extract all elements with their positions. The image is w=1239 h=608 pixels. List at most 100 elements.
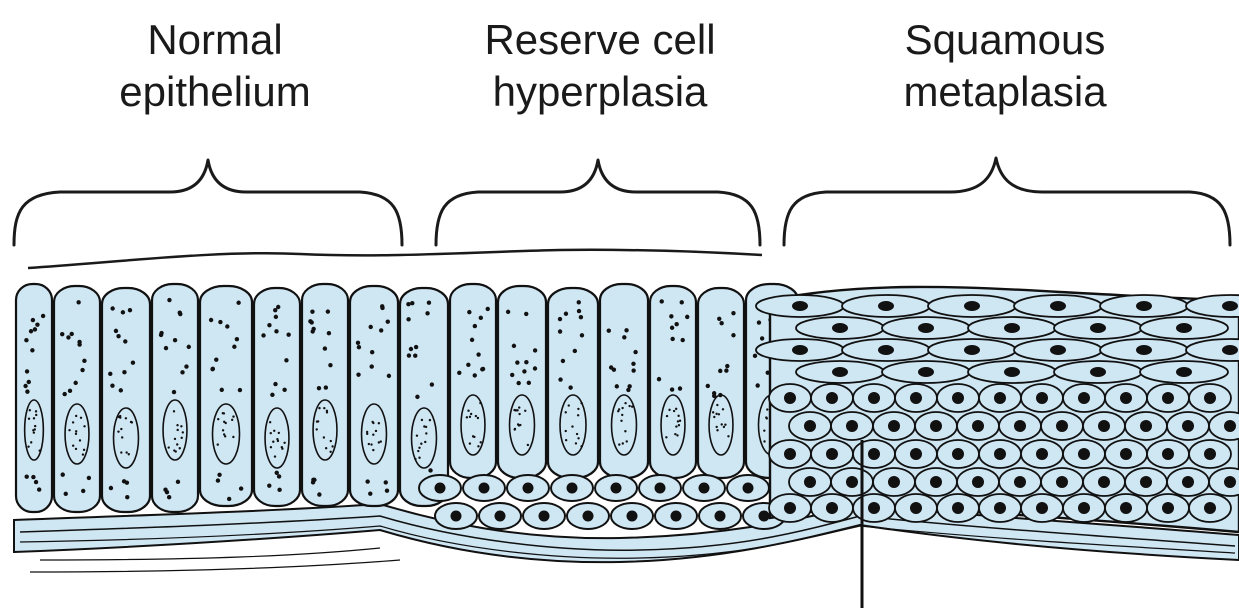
squamous-cell bbox=[1021, 384, 1063, 412]
squamous-cell bbox=[873, 412, 915, 440]
reserve-cell bbox=[699, 503, 741, 529]
squamous-cell bbox=[1209, 412, 1239, 440]
squamous-cell bbox=[1105, 440, 1147, 468]
columnar-cell bbox=[548, 288, 598, 478]
reserve-cell bbox=[611, 503, 653, 529]
squamous-cell bbox=[853, 494, 895, 522]
squamous-cell bbox=[1083, 468, 1125, 496]
columnar-cell bbox=[650, 286, 696, 478]
squamous-cell bbox=[1054, 361, 1142, 383]
squamous-cell bbox=[915, 412, 957, 440]
squamous-cell bbox=[1167, 412, 1209, 440]
squamous-cell bbox=[1014, 339, 1102, 361]
bracket-squamous bbox=[784, 158, 1230, 245]
squamous-cell bbox=[882, 317, 970, 339]
columnar-cell bbox=[200, 286, 252, 506]
surface-line bbox=[28, 250, 762, 268]
squamous-cell bbox=[756, 295, 844, 317]
columnar-cell bbox=[698, 288, 744, 478]
reserve-cell bbox=[507, 475, 549, 501]
squamous-cell bbox=[895, 384, 937, 412]
squamous-cell bbox=[811, 384, 853, 412]
squamous-cell bbox=[915, 468, 957, 496]
reserve-cell bbox=[551, 475, 593, 501]
squamous-cell bbox=[831, 468, 873, 496]
squamous-cell bbox=[928, 339, 1016, 361]
squamous-cell bbox=[1105, 494, 1147, 522]
columnar-cell bbox=[350, 286, 398, 506]
squamous-cell bbox=[937, 494, 979, 522]
squamous-cell bbox=[895, 440, 937, 468]
squamous-cell bbox=[842, 295, 930, 317]
squamous-cell bbox=[928, 295, 1016, 317]
squamous-cell bbox=[789, 412, 831, 440]
reserve-cell bbox=[683, 475, 725, 501]
columnar-cell bbox=[450, 284, 496, 478]
bracket-normal bbox=[14, 160, 402, 245]
squamous-cell bbox=[937, 384, 979, 412]
squamous-cell bbox=[769, 440, 811, 468]
squamous-cell bbox=[1054, 317, 1142, 339]
reserve-cells bbox=[419, 475, 785, 529]
squamous-cell bbox=[769, 384, 811, 412]
squamous-cell bbox=[957, 468, 999, 496]
squamous-cell bbox=[1021, 440, 1063, 468]
squamous-cell bbox=[811, 440, 853, 468]
reserve-cell bbox=[463, 475, 505, 501]
reserve-cell bbox=[419, 475, 461, 501]
squamous-cell bbox=[1014, 295, 1102, 317]
squamous-cell bbox=[1140, 361, 1228, 383]
squamous-cell bbox=[1083, 412, 1125, 440]
columnar-cell bbox=[302, 284, 348, 506]
squamous-cell bbox=[1167, 468, 1209, 496]
squamous-cell bbox=[796, 361, 884, 383]
reserve-cell bbox=[523, 503, 565, 529]
columnar-cells bbox=[16, 284, 798, 512]
squamous-cell bbox=[842, 339, 930, 361]
squamous-cell bbox=[1189, 440, 1231, 468]
squamous-cell bbox=[1021, 494, 1063, 522]
squamous-cell bbox=[789, 468, 831, 496]
squamous-cell bbox=[979, 440, 1021, 468]
squamous-cell bbox=[853, 440, 895, 468]
squamous-cell bbox=[999, 412, 1041, 440]
squamous-cell bbox=[831, 412, 873, 440]
squamous-cell bbox=[937, 440, 979, 468]
bracket-reserve bbox=[436, 160, 760, 245]
squamous-cell bbox=[1063, 494, 1105, 522]
reserve-cell bbox=[727, 475, 769, 501]
reserve-cell bbox=[595, 475, 637, 501]
columnar-cell bbox=[400, 288, 448, 506]
columnar-cell bbox=[600, 284, 648, 478]
squamous-cell bbox=[1209, 468, 1239, 496]
reserve-cell bbox=[567, 503, 609, 529]
squamous-cell bbox=[1041, 412, 1083, 440]
squamous-cell bbox=[968, 317, 1056, 339]
squamous-cell bbox=[979, 494, 1021, 522]
squamous-cell bbox=[882, 361, 970, 383]
squamous-cell bbox=[1140, 317, 1228, 339]
region-brackets bbox=[14, 158, 1230, 245]
squamous-cell bbox=[1147, 494, 1189, 522]
squamous-cell bbox=[895, 494, 937, 522]
squamous-cell bbox=[979, 384, 1021, 412]
columnar-cell bbox=[102, 288, 150, 512]
squamous-cell bbox=[769, 494, 811, 522]
reserve-cell bbox=[479, 503, 521, 529]
squamous-cell bbox=[1063, 440, 1105, 468]
squamous-cell bbox=[873, 468, 915, 496]
squamous-cell bbox=[1105, 384, 1147, 412]
squamous-cell bbox=[1100, 295, 1188, 317]
squamous-cell bbox=[811, 494, 853, 522]
columnar-cell bbox=[152, 284, 198, 512]
reserve-cell bbox=[655, 503, 697, 529]
squamous-cell bbox=[1125, 412, 1167, 440]
squamous-cell bbox=[957, 412, 999, 440]
squamous-cell bbox=[999, 468, 1041, 496]
reserve-cell bbox=[639, 475, 681, 501]
squamous-cell bbox=[756, 339, 844, 361]
squamous-cell bbox=[1100, 339, 1188, 361]
squamous-cell bbox=[1041, 468, 1083, 496]
columnar-cell bbox=[498, 286, 546, 478]
